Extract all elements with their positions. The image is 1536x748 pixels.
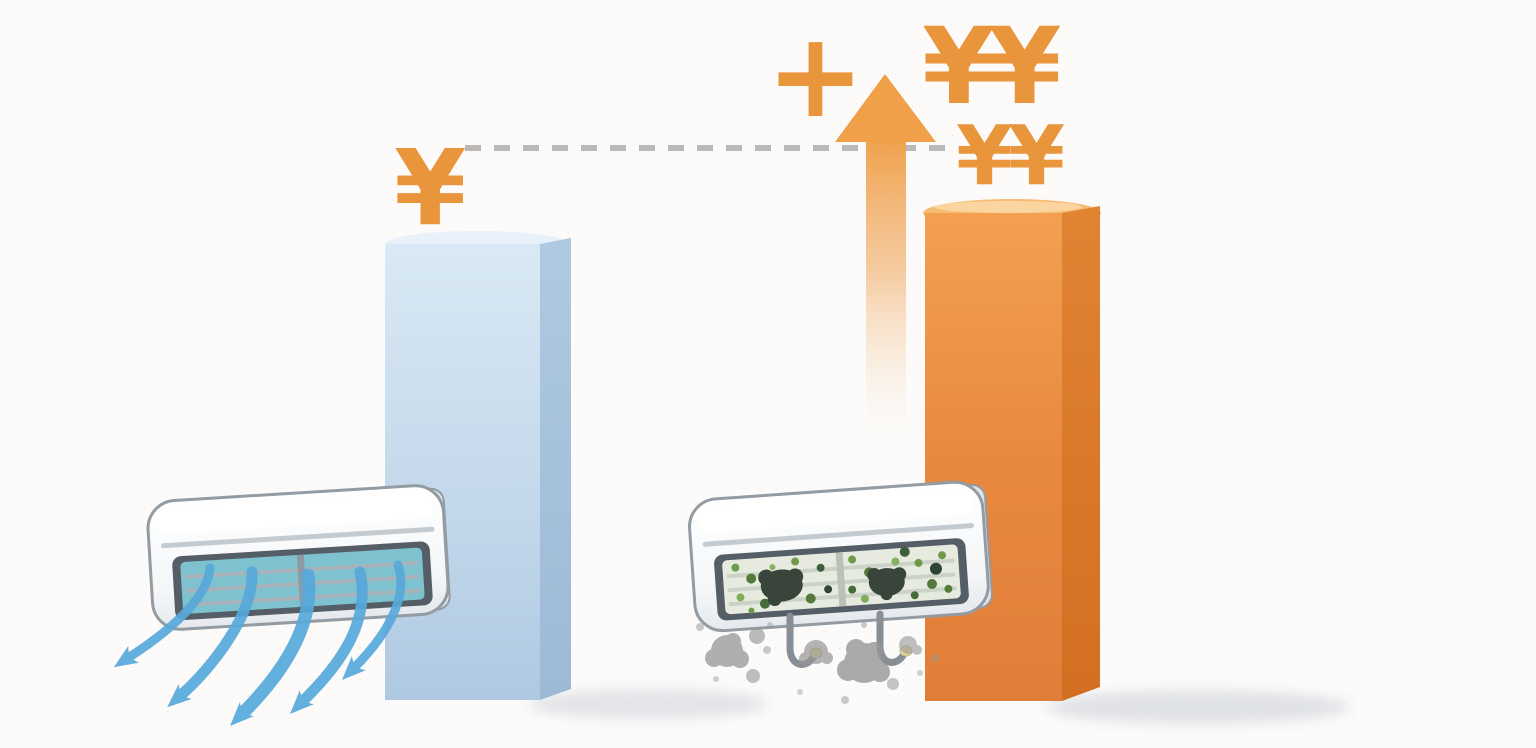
yen-symbols-small: ¥¥ [956, 109, 1065, 204]
clean-unit-accent-line [161, 526, 435, 549]
airflow-stream [341, 560, 406, 681]
airflow-streams [113, 560, 406, 727]
cost-bar-high [923, 199, 1101, 701]
yen-symbol-baseline: ¥ [394, 127, 467, 249]
plus-icon: + [766, 6, 865, 144]
airflow-stream [167, 566, 258, 708]
bar-low-side-face [540, 238, 571, 700]
bar-high-side-face [1062, 206, 1100, 701]
bar-high-front-face [925, 213, 1062, 701]
up-arrow-icon [835, 74, 936, 434]
dirty-unit-accent-line [702, 523, 975, 547]
floor-shadows [528, 689, 1350, 724]
airflow-stream [229, 568, 316, 727]
shadow-right-bar [1046, 690, 1350, 724]
dirty-unit-top-highlight [698, 488, 973, 533]
shadow-left-bar [528, 689, 768, 719]
clean-unit-top-highlight [157, 492, 434, 534]
dirty-ac-unit [688, 480, 993, 633]
arrow-head [835, 74, 936, 142]
bar-high-top-highlight [934, 201, 1082, 213]
arrow-shaft [866, 138, 906, 434]
airflow-stream [289, 566, 368, 715]
cost-bar-low [385, 231, 571, 700]
bar-low-front-face [385, 244, 540, 700]
airflow-stream [113, 563, 215, 668]
mold-spots [731, 546, 953, 614]
drip-hook [876, 610, 908, 666]
yen-symbols-large: ¥¥ [922, 5, 1061, 128]
dust-particles [696, 622, 939, 704]
